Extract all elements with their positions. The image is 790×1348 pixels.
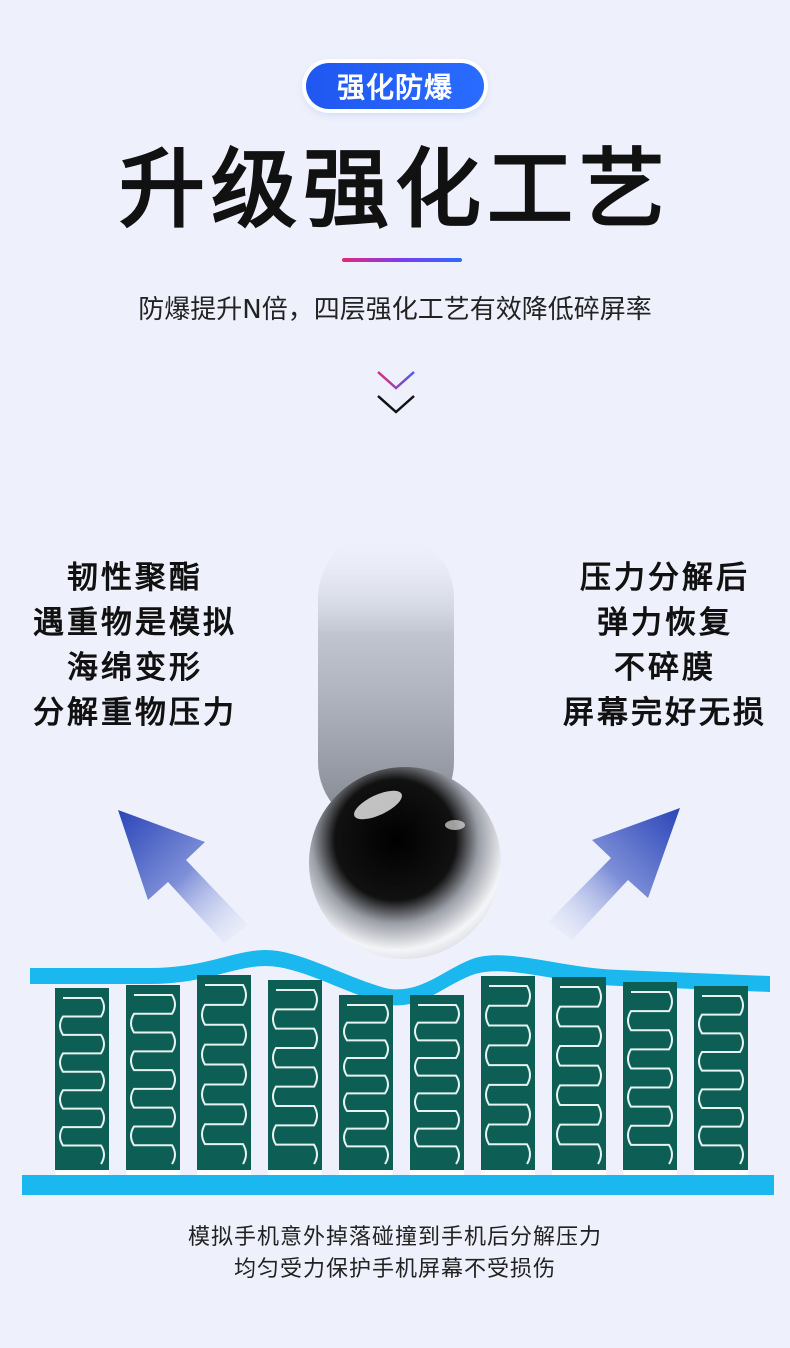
spring-base	[339, 1170, 393, 1175]
spring-coil	[59, 997, 105, 1165]
spring-base	[410, 1170, 464, 1175]
right-description-line: 不碎膜	[614, 650, 716, 686]
spring-coil	[272, 989, 318, 1165]
spring-base	[694, 1170, 748, 1175]
arrow-up-left-icon	[118, 810, 248, 943]
right-description-line: 弹力恢复	[597, 605, 733, 641]
spring-column	[339, 995, 393, 1170]
left-description-line: 遇重物是模拟	[33, 605, 237, 641]
arrow-up-right-icon	[548, 808, 680, 940]
left-description-line: 海绵变形	[67, 650, 203, 686]
spring-column	[126, 985, 180, 1170]
spring-column	[197, 975, 251, 1170]
spring-column	[268, 980, 322, 1170]
motion-trail	[318, 530, 454, 830]
feature-badge: 强化防爆	[306, 63, 484, 109]
spring-base	[623, 1170, 677, 1175]
illustration-caption: 模拟手机意外掉落碰撞到手机后分解压力 均匀受力保护手机屏幕不受损伤	[0, 1222, 790, 1286]
top-film-layer	[30, 950, 770, 1006]
spring-column	[694, 986, 748, 1170]
spring-base	[268, 1170, 322, 1175]
steel-ball-icon	[309, 767, 501, 959]
spring-coil	[698, 995, 744, 1165]
spring-base	[481, 1170, 535, 1175]
page-title: 升级强化工艺	[119, 140, 671, 240]
bottom-film-layer	[22, 1175, 774, 1195]
spring-column	[552, 977, 606, 1170]
spring-base	[55, 1170, 109, 1175]
right-description-line: 屏幕完好无损	[563, 695, 767, 731]
page-subtitle: 防爆提升N倍，四层强化工艺有效降低碎屏率	[138, 295, 652, 325]
spring-column	[55, 988, 109, 1170]
spring-coil	[343, 1004, 389, 1165]
spring-layer	[55, 975, 748, 1175]
feature-badge-label: 强化防爆	[336, 71, 453, 104]
spring-coil	[130, 994, 176, 1165]
spring-base	[552, 1170, 606, 1175]
spring-coil	[556, 986, 602, 1165]
caption-line: 模拟手机意外掉落碰撞到手机后分解压力	[187, 1225, 602, 1250]
chevron-down-icon	[377, 371, 415, 414]
spring-coil	[485, 985, 531, 1165]
impact-illustration	[22, 530, 774, 1195]
caption-line: 均匀受力保护手机屏幕不受损伤	[233, 1257, 556, 1282]
left-description-line: 分解重物压力	[33, 695, 237, 731]
spring-coil	[201, 984, 247, 1165]
left-description-line: 韧性聚酯	[67, 560, 203, 596]
spring-column	[623, 982, 677, 1170]
right-description: 压力分解后 弹力恢复 不碎膜 屏幕完好无损	[555, 556, 775, 736]
left-description: 韧性聚酯 遇重物是模拟 海绵变形 分解重物压力	[20, 556, 250, 736]
spring-base	[197, 1170, 251, 1175]
spring-column	[410, 995, 464, 1170]
right-description-line: 压力分解后	[580, 560, 750, 596]
spring-coil	[414, 1004, 460, 1165]
spring-base	[126, 1170, 180, 1175]
spring-column	[481, 976, 535, 1170]
spring-coil	[627, 991, 673, 1165]
title-divider	[342, 258, 462, 262]
